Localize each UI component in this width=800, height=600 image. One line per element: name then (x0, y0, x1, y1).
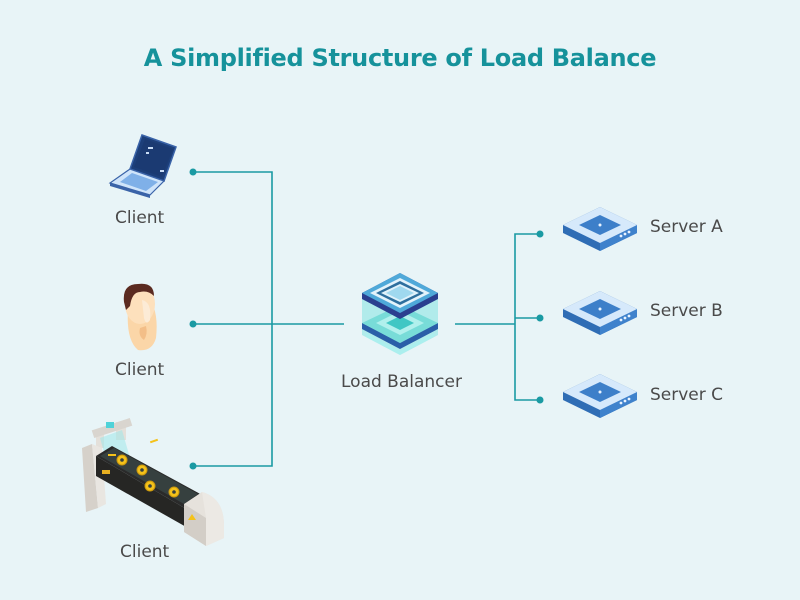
connector-dot-client-1 (189, 168, 197, 176)
client-label: Client (115, 208, 165, 228)
server-a-label: Server A (650, 217, 723, 237)
load-balancer-label: Load Balancer (341, 372, 462, 392)
laptop-icon (108, 134, 177, 198)
connector-dot-client-2 (189, 320, 197, 328)
client-label: Client (120, 542, 170, 562)
client-label: Client (115, 360, 165, 380)
server-icon (563, 374, 637, 418)
conveyor-machine-icon (82, 418, 224, 546)
server-c-label: Server C (650, 385, 724, 405)
connector-client-1 (193, 171, 273, 467)
connector-dot-server-c (536, 396, 544, 404)
person-icon (123, 283, 157, 351)
connector-servers (514, 233, 540, 401)
connector-dot-server-b (536, 314, 544, 322)
server-b-label: Server B (650, 301, 723, 321)
server-icon (563, 207, 637, 251)
load-balancer-cube-icon (362, 273, 438, 355)
connector-dot-client-3 (189, 462, 197, 470)
server-icon (563, 291, 637, 335)
connector-dot-server-a (536, 230, 544, 238)
diagram-title: A Simplified Structure of Load Balance (143, 44, 657, 72)
